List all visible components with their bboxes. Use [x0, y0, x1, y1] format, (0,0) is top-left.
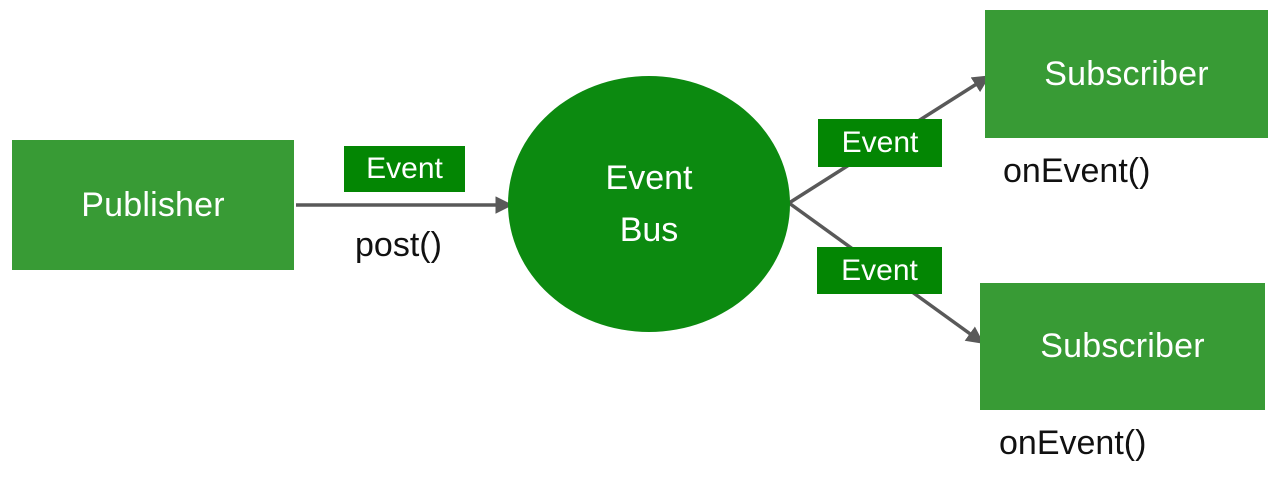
- method-label-post: post(): [355, 226, 442, 264]
- node-subscriber-top-label: Subscriber: [1044, 54, 1209, 93]
- node-event-bus-label-line1: Event: [605, 159, 693, 197]
- edge-tag-publisher-to-bus[interactable]: Event: [344, 146, 465, 192]
- edge-tag-bus-to-subscriber-top[interactable]: Event: [818, 119, 942, 167]
- node-subscriber-bottom-label: Subscriber: [1040, 327, 1205, 365]
- node-event-bus[interactable]: Event Bus: [508, 76, 790, 332]
- edge-tag-bus-to-subscriber-bottom[interactable]: Event: [817, 247, 942, 294]
- node-publisher[interactable]: Publisher: [12, 140, 294, 270]
- node-event-bus-label-line2: Bus: [619, 211, 679, 249]
- edge-tag-publisher-to-bus-label: Event: [366, 152, 443, 185]
- method-label-onevent-top: onEvent(): [1003, 152, 1151, 190]
- method-label-onevent-bottom: onEvent(): [999, 424, 1147, 462]
- node-subscriber-bottom[interactable]: Subscriber: [980, 283, 1265, 410]
- edge-tag-bus-to-subscriber-top-label: Event: [841, 126, 919, 159]
- node-subscriber-top[interactable]: Subscriber: [985, 10, 1268, 138]
- node-publisher-label: Publisher: [81, 185, 225, 224]
- edge-tag-bus-to-subscriber-bottom-label: Event: [841, 253, 918, 287]
